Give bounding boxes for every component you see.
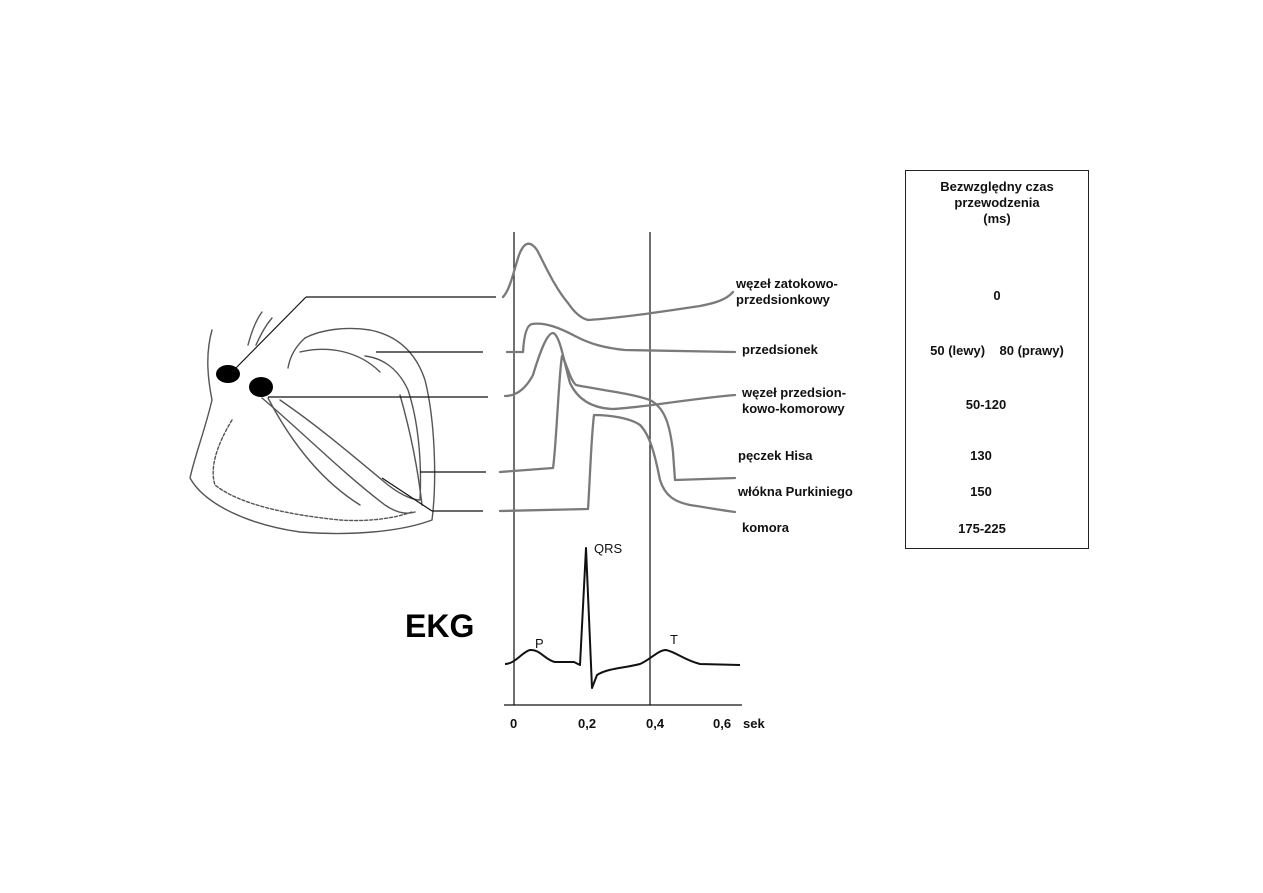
time-markers bbox=[513, 232, 651, 705]
ekg-qrs-label: QRS bbox=[594, 541, 623, 556]
trace-av-node bbox=[503, 331, 737, 411]
pointer-purkinje-diag bbox=[381, 477, 433, 512]
label-his-bundle: pęczek Hisa bbox=[738, 448, 813, 463]
trace-atrium bbox=[505, 322, 737, 354]
time-value-atrium: 50 (lewy) 80 (prawy) bbox=[930, 343, 1064, 358]
heart-inner-ventricle bbox=[279, 355, 422, 501]
heart-purkinje-strands bbox=[267, 394, 423, 506]
time-value-ventricle: 175-225 bbox=[958, 521, 1006, 536]
heart-aorta-outline bbox=[247, 311, 273, 346]
label-av-node: węzeł przedsion- kowo-komorowy bbox=[742, 385, 882, 417]
action-potential-traces bbox=[498, 242, 737, 514]
label-av-node-line2: kowo-komorowy bbox=[742, 401, 845, 416]
time-tick-0-4: 0,4 bbox=[646, 716, 665, 731]
table-header: Bezwzględny czas przewodzenia (ms) bbox=[906, 179, 1088, 227]
table-header-line2: przewodzenia bbox=[954, 195, 1040, 210]
time-value-av-node: 50-120 bbox=[965, 397, 1007, 412]
conduction-time-table: Bezwzględny czas przewodzenia (ms) 0 50 … bbox=[905, 170, 1089, 549]
time-axis-unit: sek bbox=[743, 716, 765, 731]
label-sa-node: węzeł zatokowo- przedsionkowy bbox=[736, 276, 876, 308]
heart-atrium-outline bbox=[287, 337, 381, 373]
av-node-dot bbox=[249, 377, 273, 397]
label-sa-node-line1: węzeł zatokowo- bbox=[736, 276, 838, 291]
table-header-line3: (ms) bbox=[983, 211, 1011, 226]
label-ventricle: komora bbox=[742, 520, 789, 535]
trace-sa-node bbox=[501, 242, 735, 322]
ekg-label: EKG bbox=[405, 608, 475, 644]
label-purkinje-fibers: włókna Purkiniego bbox=[738, 484, 853, 499]
time-value-his-bundle: 130 bbox=[970, 448, 992, 463]
pointer-lines bbox=[231, 296, 496, 512]
label-av-node-line1: węzeł przedsion- bbox=[742, 385, 847, 400]
ekg-trace bbox=[504, 547, 741, 689]
trace-his bbox=[498, 354, 737, 482]
heart-septum-outline bbox=[261, 397, 416, 514]
heart-inner-left bbox=[212, 419, 413, 522]
time-value-purkinje: 150 bbox=[970, 484, 992, 499]
time-tick-0-6: 0,6 bbox=[713, 716, 732, 731]
table-header-line1: Bezwzględny czas bbox=[940, 179, 1054, 194]
trace-purkinje bbox=[498, 413, 737, 514]
heart-outer-outline bbox=[189, 327, 436, 535]
ekg-t-wave-label: T bbox=[670, 632, 678, 647]
time-tick-0: 0 bbox=[510, 716, 518, 731]
time-tick-0-2: 0,2 bbox=[578, 716, 597, 731]
label-sa-node-line2: przedsionkowy bbox=[736, 292, 830, 307]
time-value-sa-node: 0 bbox=[993, 288, 1001, 303]
ekg-p-wave-label: P bbox=[535, 636, 544, 651]
pointer-sa bbox=[231, 296, 307, 373]
heart-illustration bbox=[189, 311, 436, 535]
label-atrium: przedsionek bbox=[742, 342, 818, 357]
